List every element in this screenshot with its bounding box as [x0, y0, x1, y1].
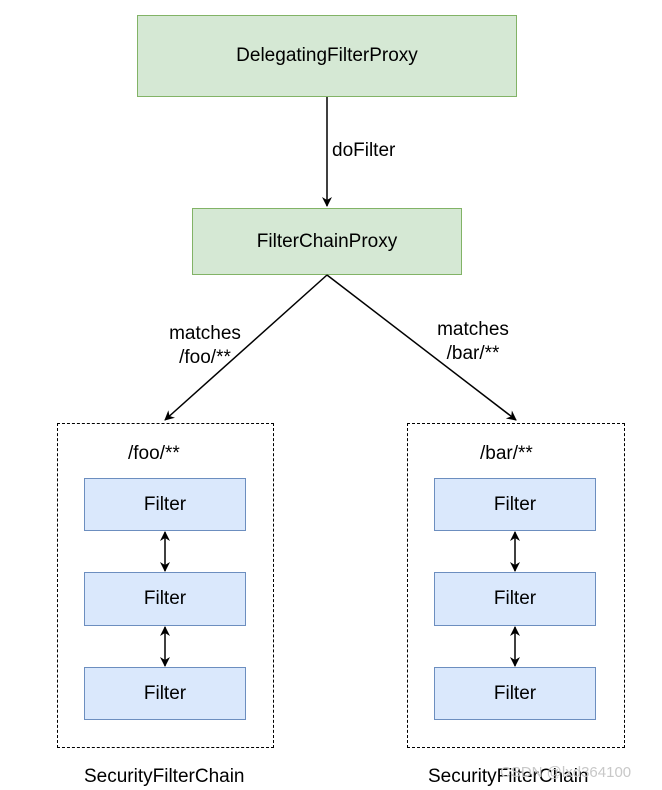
- matches-foo-edge-label: matches /foo/**: [160, 322, 250, 370]
- matches-foo-line2: /foo/**: [179, 346, 231, 368]
- chain-bar-filter-1: Filter: [434, 478, 596, 531]
- chain-bar-caption: SecurityFilterChain: [428, 766, 589, 787]
- filter-label: Filter: [493, 493, 537, 515]
- watermark-text: CSDN @lxd364100: [500, 764, 632, 781]
- filter-label: Filter: [143, 682, 187, 704]
- filter-label: Filter: [143, 588, 187, 609]
- chain-foo-caption: SecurityFilterChain: [84, 766, 245, 787]
- matches-bar-line1: matches: [437, 319, 509, 340]
- filter-chain-proxy-label: FilterChainProxy: [256, 230, 398, 252]
- chain-bar-pattern: /bar/**: [480, 443, 533, 464]
- edge-matches-foo: [164, 274, 328, 421]
- matches-bar-edge-label: matches /bar/**: [428, 318, 518, 366]
- security-filter-chain-foo: [57, 423, 274, 748]
- filter-label: Filter: [143, 493, 187, 515]
- filter-label: Filter: [493, 588, 537, 609]
- filter-label: Filter: [493, 682, 537, 704]
- chain-bar-filter-3: Filter: [434, 667, 596, 720]
- dofilter-edge-label: doFilter: [330, 140, 398, 161]
- delegating-filter-proxy-node: DelegatingFilterProxy: [137, 15, 517, 97]
- delegating-filter-proxy-label: DelegatingFilterProxy: [236, 45, 418, 66]
- chain-foo-filter-1: Filter: [84, 478, 246, 531]
- chain-bar-filter-2: Filter: [434, 572, 596, 626]
- chain-foo-filter-2: Filter: [84, 572, 246, 626]
- filter-chain-proxy-node: FilterChainProxy: [192, 208, 462, 275]
- matches-bar-line2: /bar/**: [446, 342, 500, 364]
- chain-foo-filter-3: Filter: [84, 667, 246, 720]
- matches-foo-line1: matches: [169, 323, 241, 344]
- chain-foo-pattern: /foo/**: [128, 443, 180, 464]
- edge-matches-bar: [326, 274, 517, 421]
- security-filter-chain-bar: [407, 423, 625, 748]
